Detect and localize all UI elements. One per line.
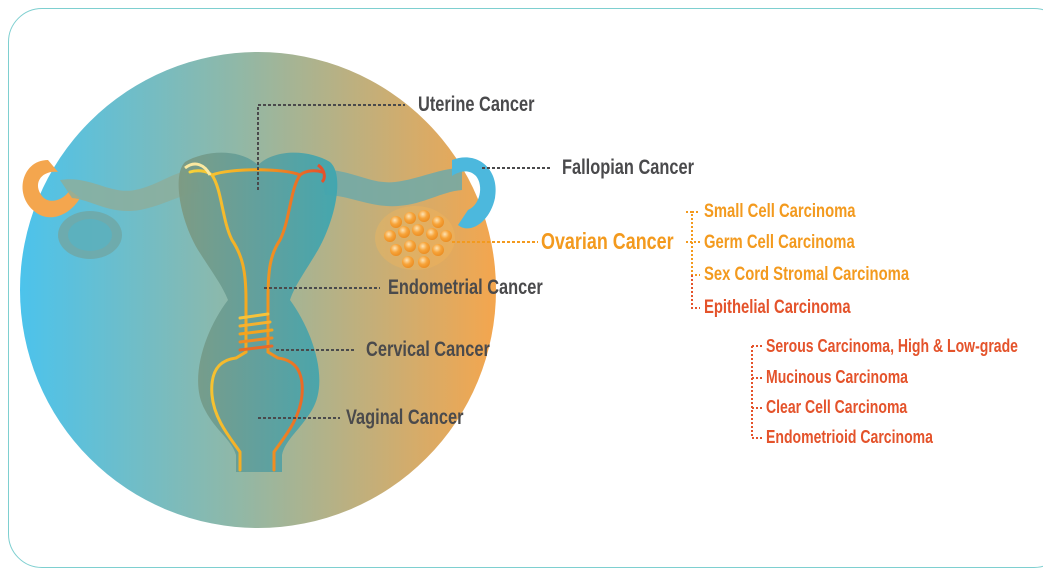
epithelial-type-item: Clear Cell Carcinoma	[766, 398, 907, 416]
epithelial-bracket	[752, 346, 762, 438]
vaginal-cancer-label: Vaginal Cancer	[346, 407, 463, 428]
epithelial-type-item: Mucinous Carcinoma	[766, 368, 908, 386]
uterine-cancer-label: Uterine Cancer	[418, 94, 535, 115]
ovarian-cancer-label: Ovarian Cancer	[541, 230, 674, 253]
endometrial-cancer-label: Endometrial Cancer	[388, 277, 543, 298]
ovarian-bracket	[686, 212, 700, 308]
ovarian-cluster	[375, 206, 455, 270]
ovarian-type-item: Epithelial Carcinoma	[704, 298, 851, 317]
ovarian-type-item: Sex Cord Stromal Carcinoma	[704, 265, 909, 284]
epithelial-type-item: Serous Carcinoma, High & Low-grade	[766, 337, 1018, 355]
ovarian-type-item: Small Cell Carcinoma	[704, 202, 856, 221]
cervical-cancer-label: Cervical Cancer	[366, 339, 490, 360]
epithelial-type-item: Endometrioid Carcinoma	[766, 428, 933, 446]
fallopian-cancer-label: Fallopian Cancer	[562, 157, 694, 178]
ovarian-type-item: Germ Cell Carcinoma	[704, 233, 855, 252]
